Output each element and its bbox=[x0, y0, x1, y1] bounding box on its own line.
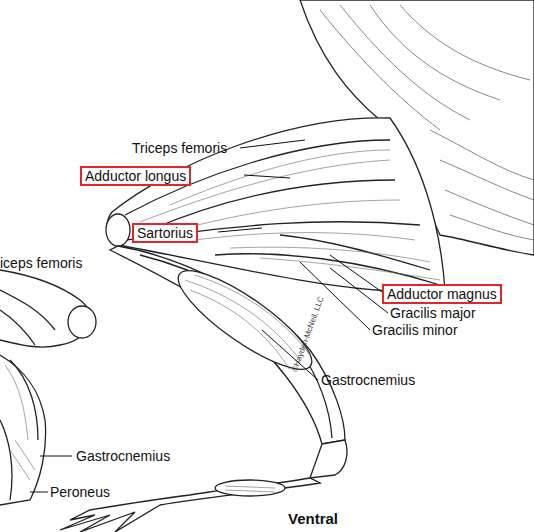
highlight-box: Adductor longus bbox=[80, 166, 191, 186]
highlight-box: Sartorius bbox=[132, 223, 198, 243]
muscle-label: iceps femoris bbox=[0, 255, 82, 271]
muscle-label: Sartorius bbox=[137, 225, 193, 241]
muscle-label: Triceps femoris bbox=[132, 140, 227, 156]
muscle-label: Peroneus bbox=[50, 484, 110, 500]
muscle-label: Adductor magnus bbox=[387, 286, 497, 302]
muscle-label: Gracilis major bbox=[390, 305, 476, 321]
highlight-box: Adductor magnus bbox=[382, 284, 502, 304]
muscle-label: Gastrocnemius bbox=[321, 372, 415, 388]
muscle-label: Gastrocnemius bbox=[76, 448, 170, 464]
view-label: Ventral bbox=[288, 510, 338, 527]
muscle-label: Adductor longus bbox=[85, 168, 186, 184]
muscle-label: Gracilis minor bbox=[372, 322, 458, 338]
